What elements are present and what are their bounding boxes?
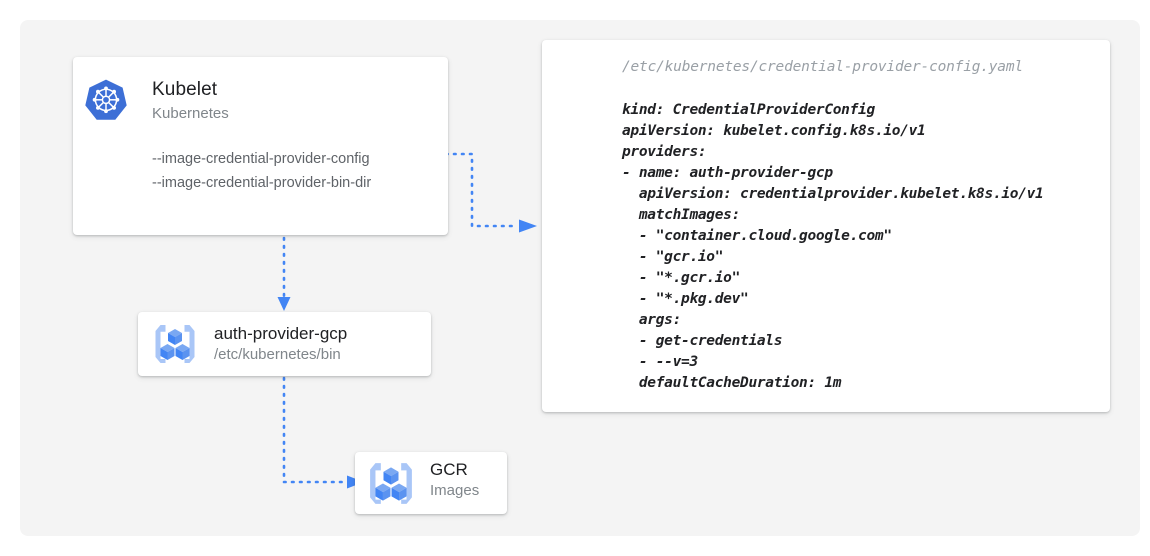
yaml-filename: /etc/kubernetes/credential-provider-conf… <box>622 59 1023 75</box>
kubelet-flag-bin-dir: --image-credential-provider-bin-dir <box>152 175 372 191</box>
yaml-line: apiVersion: kubelet.config.k8s.io/v1 <box>622 123 926 139</box>
yaml-line: - name: auth-provider-gcp <box>622 165 833 181</box>
yaml-line: - "*.gcr.io" <box>622 270 741 286</box>
kubelet-flag-config: --image-credential-provider-config <box>152 151 370 167</box>
yaml-line: - "container.cloud.google.com" <box>622 228 892 244</box>
yaml-line: matchImages: <box>622 207 741 223</box>
yaml-line: args: <box>622 312 682 328</box>
gcr-title: GCR <box>430 460 468 479</box>
kubelet-title: Kubelet <box>152 79 218 100</box>
yaml-line: - "*.pkg.dev" <box>622 291 749 307</box>
yaml-line: kind: CredentialProviderConfig <box>622 102 875 118</box>
yaml-line: - get-credentials <box>622 333 783 349</box>
yaml-config-card[interactable] <box>542 40 1110 412</box>
gcr-subtitle: Images <box>430 482 480 499</box>
yaml-line: - "gcr.io" <box>622 249 724 265</box>
kubelet-card[interactable] <box>73 57 448 235</box>
yaml-code-block: kind: CredentialProviderConfig apiVersion… <box>622 100 1044 394</box>
auth-provider-title: auth-provider-gcp <box>214 324 348 343</box>
yaml-line: - --v=3 <box>622 354 698 370</box>
auth-provider-card[interactable] <box>138 312 431 376</box>
container-registry-icon <box>155 325 195 363</box>
auth-provider-subtitle: /etc/kubernetes/bin <box>214 346 341 363</box>
yaml-line: apiVersion: credentialprovider.kubelet.k… <box>622 186 1044 202</box>
kubelet-flag-list: --image-credential-provider-config --ima… <box>152 147 371 195</box>
kubernetes-logo-icon <box>85 79 127 120</box>
yaml-line: defaultCacheDuration: 1m <box>622 375 842 391</box>
kubelet-subtitle: Kubernetes <box>152 105 229 122</box>
yaml-line: providers: <box>622 144 707 160</box>
container-registry-icon <box>370 463 412 504</box>
